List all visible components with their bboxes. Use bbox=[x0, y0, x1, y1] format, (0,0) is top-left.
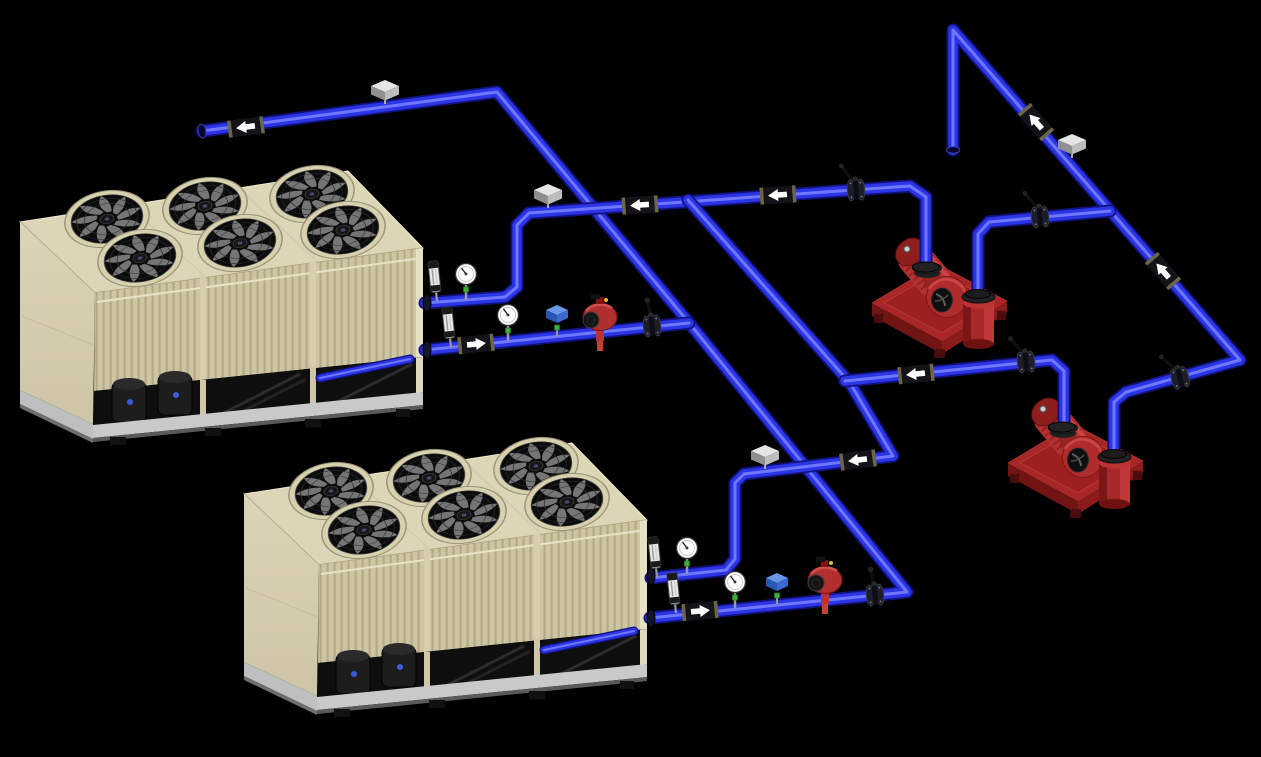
flow-arrow bbox=[759, 185, 797, 205]
chiller-1[interactable] bbox=[20, 159, 423, 445]
pipe-end-caps bbox=[197, 123, 961, 154]
flow-arrow bbox=[681, 600, 719, 622]
flow-arrow bbox=[621, 195, 659, 215]
chiller-2[interactable] bbox=[244, 431, 647, 717]
pump-flanges bbox=[912, 261, 1127, 459]
